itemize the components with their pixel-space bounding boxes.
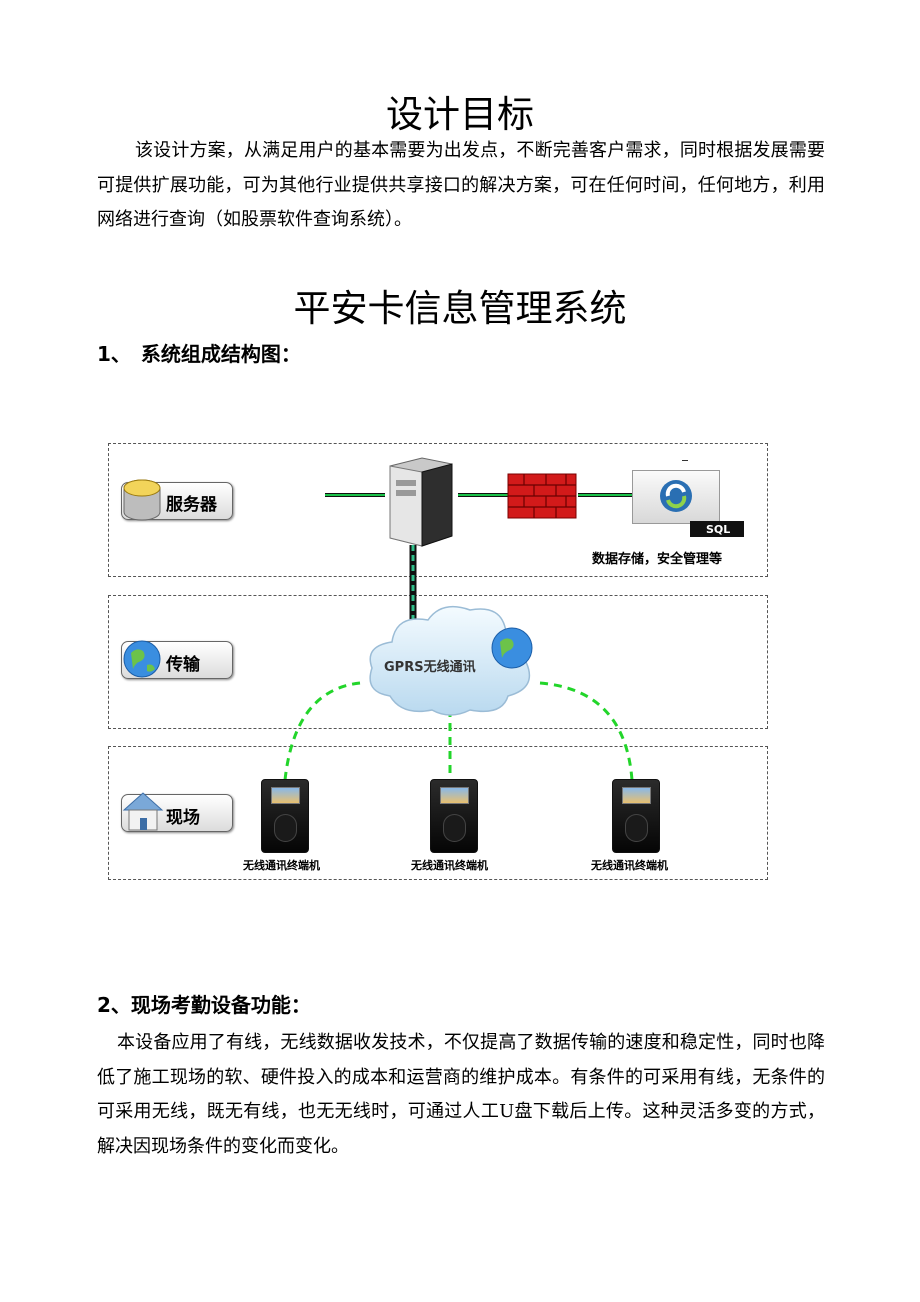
sql-label: SQL xyxy=(706,523,731,536)
storage-caption: 数据存储，安全管理等 xyxy=(592,552,723,567)
system-title: 平安卡信息管理系统 xyxy=(293,287,627,330)
firewall-icon xyxy=(507,473,577,519)
sql-label-box xyxy=(690,521,744,537)
gprs-label: GPRS无线通讯 xyxy=(384,660,476,675)
globe-icon xyxy=(123,640,161,678)
gprs-cloud-icon xyxy=(369,605,533,716)
design-goal-paragraph: 该设计方案，从满足用户的基本需要为出发点，不断完善客户需求，同时根据发展需要可提… xyxy=(97,140,825,230)
site-zone xyxy=(108,746,768,880)
server-tower-icon xyxy=(389,457,453,547)
heading-structure-diagram: 1、 系统组成结构图： xyxy=(97,342,301,366)
sql-logo-icon xyxy=(660,480,692,512)
database-icon xyxy=(123,479,161,521)
terminal-label-1: 无线通讯终端机 xyxy=(243,859,320,872)
terminal-label-2: 无线通讯终端机 xyxy=(411,859,488,872)
site-label: 现场 xyxy=(166,808,200,828)
design-goal-title: 设计目标 xyxy=(386,93,534,136)
house-icon xyxy=(122,792,164,831)
terminal-label-3: 无线通讯终端机 xyxy=(591,859,668,872)
heading-device-function: 2、现场考勤设备功能： xyxy=(97,993,311,1017)
server-zone xyxy=(108,443,768,577)
transport-zone xyxy=(108,595,768,729)
antenna-icon xyxy=(682,460,688,465)
device-function-paragraph: 本设备应用了有线，无线数据收发技术，不仅提高了数据传输的速度和稳定性，同时也降低… xyxy=(97,1032,825,1157)
terminal-device-3 xyxy=(612,779,660,853)
transport-label: 传输 xyxy=(166,655,200,675)
terminal-device-2 xyxy=(430,779,478,853)
terminal-device-1 xyxy=(261,779,309,853)
server-label: 服务器 xyxy=(166,495,217,515)
